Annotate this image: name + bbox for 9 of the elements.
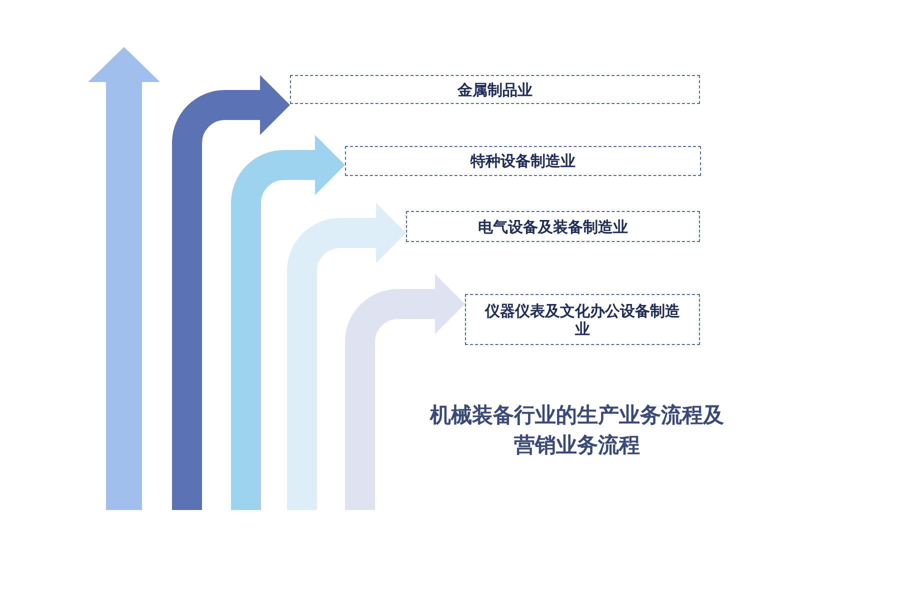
- category-box: 电气设备及装备制造业: [406, 211, 700, 242]
- bent-arrow: [231, 135, 345, 510]
- bent-arrow: [287, 203, 406, 510]
- category-box: 金属制品业: [290, 75, 700, 104]
- title: 机械装备行业的生产业务流程及营销业务流程: [428, 401, 725, 459]
- bent-arrow: [172, 75, 290, 510]
- bent-arrow: [345, 274, 465, 510]
- category-box: 特种设备制造业: [345, 146, 701, 176]
- category-box: 仪器仪表及文化办公设备制造业: [465, 294, 700, 345]
